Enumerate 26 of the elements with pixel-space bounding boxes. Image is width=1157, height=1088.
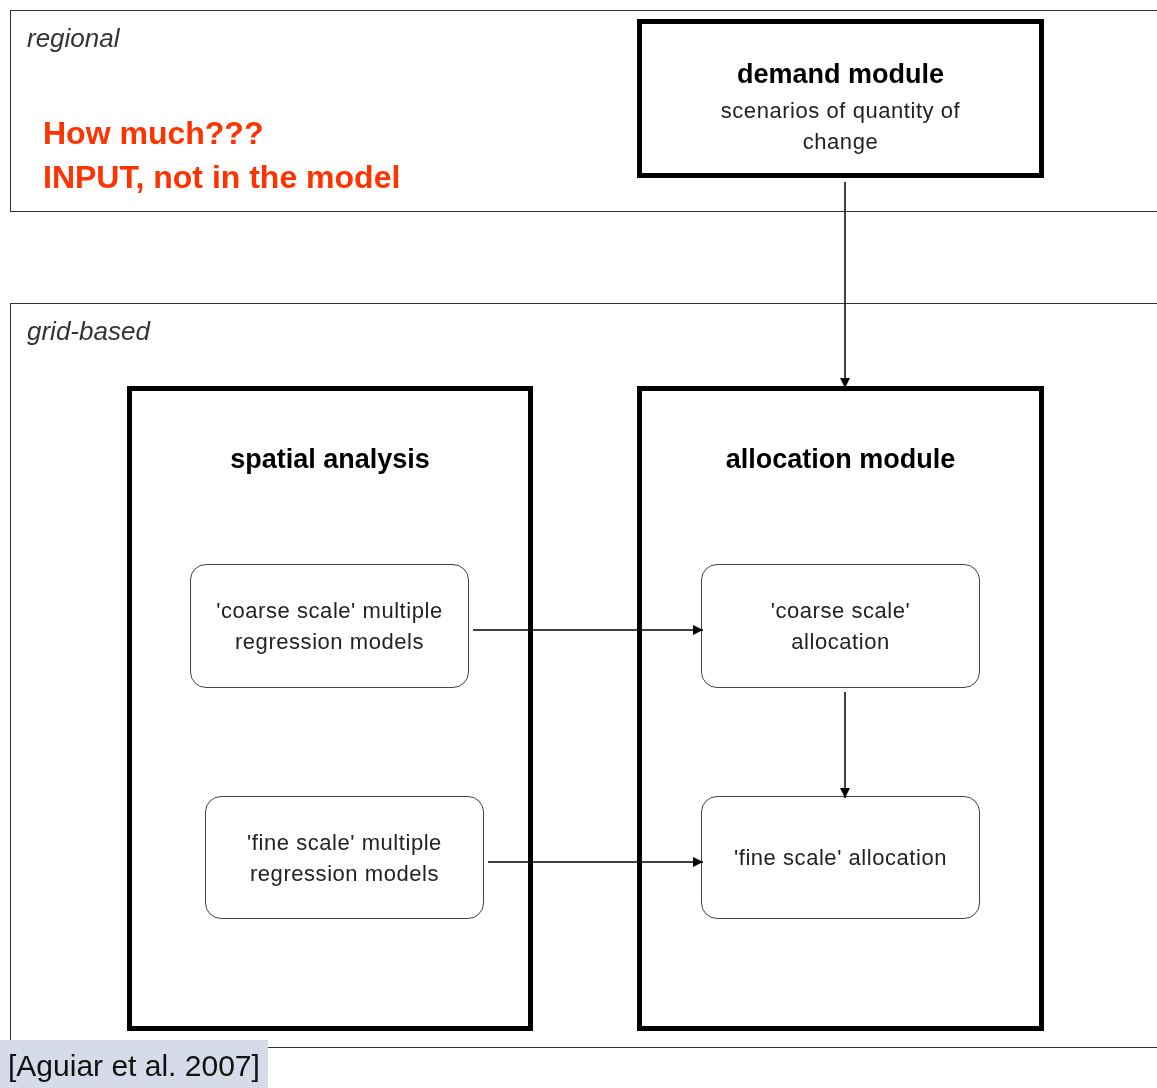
module-title: allocation module	[725, 443, 956, 476]
note-text: INPUT, not in the model	[43, 158, 401, 197]
module-box	[637, 19, 1044, 178]
note-text: How much???	[43, 114, 265, 153]
arrow	[472, 624, 704, 636]
arrow	[839, 691, 851, 799]
process-box	[205, 796, 484, 919]
process-label: 'fine scale' multiple regression models	[246, 828, 443, 888]
module-box	[637, 386, 1044, 1031]
module-box	[127, 386, 533, 1031]
arrow	[487, 856, 704, 868]
region-panel	[10, 10, 1157, 212]
module-title: spatial analysis	[230, 443, 430, 476]
process-label: 'coarse scale' multiple regression models	[215, 597, 444, 656]
process-label: 'coarse scale' allocation	[769, 597, 912, 656]
module-title: demand module	[737, 58, 944, 91]
region-label: regional	[27, 22, 120, 55]
arrow	[839, 181, 851, 389]
citation-text: [Aguiar et al. 2007]	[0, 1040, 268, 1088]
process-box	[701, 564, 980, 688]
process-label: 'fine scale' allocation	[732, 844, 949, 872]
region-panel	[10, 303, 1157, 1048]
process-box	[701, 796, 980, 919]
process-box	[190, 564, 469, 688]
module-description: scenarios of quantity of change	[719, 96, 962, 156]
region-label: grid-based	[27, 315, 150, 348]
